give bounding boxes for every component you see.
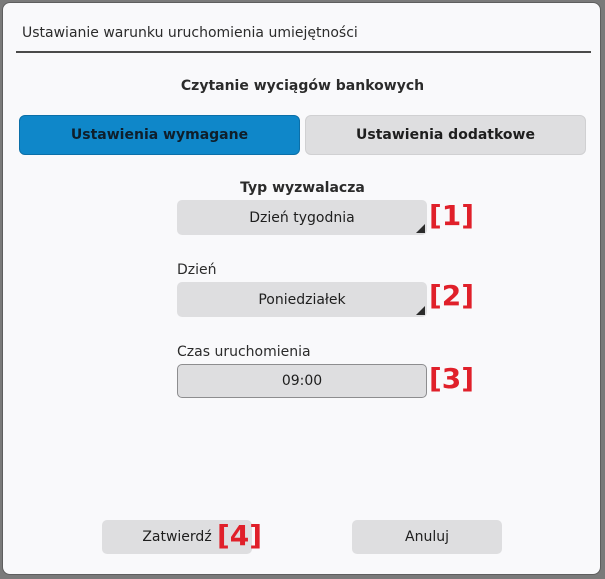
day-label: Dzień: [177, 262, 217, 278]
title-divider: [16, 51, 591, 53]
trigger-type-value: Dzień tygodnia: [249, 209, 355, 226]
marker-4: [4]: [217, 519, 263, 552]
skill-name: Czytanie wyciągów bankowych: [180, 78, 425, 94]
tab-required-settings[interactable]: Ustawienia wymagane: [19, 115, 300, 155]
day-value: Poniedziałek: [258, 291, 346, 308]
run-time-input[interactable]: 09:00: [177, 364, 427, 398]
marker-1: [1]: [429, 199, 475, 232]
trigger-type-dropdown[interactable]: Dzień tygodnia: [177, 200, 427, 235]
confirm-button[interactable]: Zatwierdź: [102, 520, 252, 554]
skill-run-condition-dialog: Ustawianie warunku uruchomienia umiejętn…: [2, 2, 601, 575]
day-dropdown[interactable]: Poniedziałek: [177, 282, 427, 317]
trigger-type-label: Typ wyzwalacza: [240, 180, 365, 196]
dialog-title: Ustawianie warunku uruchomienia umiejętn…: [22, 25, 358, 41]
marker-3: [3]: [429, 362, 475, 395]
dropdown-corner-icon: [416, 306, 425, 315]
marker-2: [2]: [429, 279, 475, 312]
run-time-label: Czas uruchomienia: [177, 344, 311, 360]
cancel-button[interactable]: Anuluj: [352, 520, 502, 554]
tab-additional-settings[interactable]: Ustawienia dodatkowe: [305, 115, 586, 155]
dropdown-corner-icon: [416, 224, 425, 233]
run-time-value: 09:00: [281, 373, 323, 389]
